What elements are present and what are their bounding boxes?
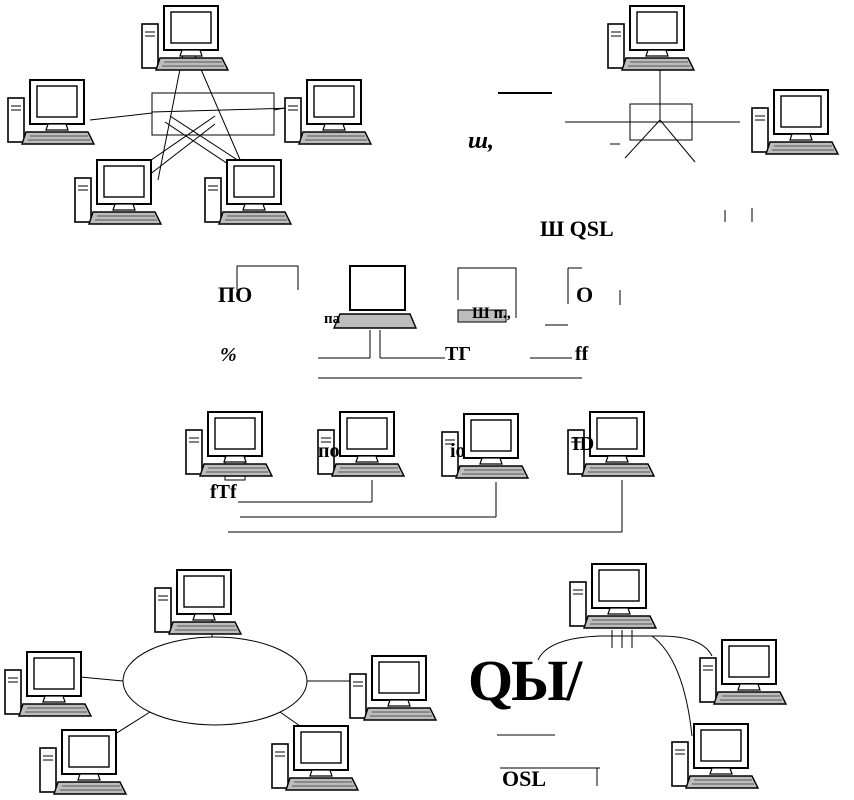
desktop-computer-icon [205,160,291,224]
desktop-computer-icon [40,730,126,794]
ring-mark-label: QЫ/ [468,652,580,710]
star-hub [152,93,274,135]
row1-mid-label-a: па [324,312,340,327]
row1-bottom-left-label: % [220,345,237,365]
row1-bottom-right-label: ff [575,344,588,364]
row1-right-label: О [576,284,593,306]
desktop-computer-icon [142,6,228,70]
row2-label-c: ID [572,434,594,454]
star-caption: Ш QSL [540,218,614,240]
star-hub-topology [498,60,752,222]
desktop-computer-icon [608,6,694,70]
desktop-computer-icon [700,640,786,704]
desktop-computer-icon [272,726,358,790]
bus-topology-2 [225,455,622,532]
tree-caption: OSL [502,768,546,790]
row1-mid-label-b: Ш п., [472,306,511,322]
desktop-computer-icon [285,80,371,144]
desktop-computer-icon [672,724,758,788]
desktop-computer-icon [350,656,436,720]
row1-left-label: ПО [218,284,252,306]
desktop-computer-icon [75,160,161,224]
star-mark-label: ш, [468,129,494,153]
row2-label-b: io [450,441,466,461]
desktop-computer-icon [8,80,94,144]
desktop-computer-icon [155,570,241,634]
row2-label-a: по [318,441,340,461]
row2-left-label: fTf [210,482,237,502]
desktop-computer-icon [5,652,91,716]
desktop-computer-icon [752,90,838,154]
desktop-computer-icon [570,564,656,628]
bus-topology-1 [237,266,620,378]
ring [123,637,307,725]
row1-bottom-mid-label: ТГ [445,344,471,364]
ring-topology [80,618,356,736]
desktop-computer-icon [186,412,272,476]
